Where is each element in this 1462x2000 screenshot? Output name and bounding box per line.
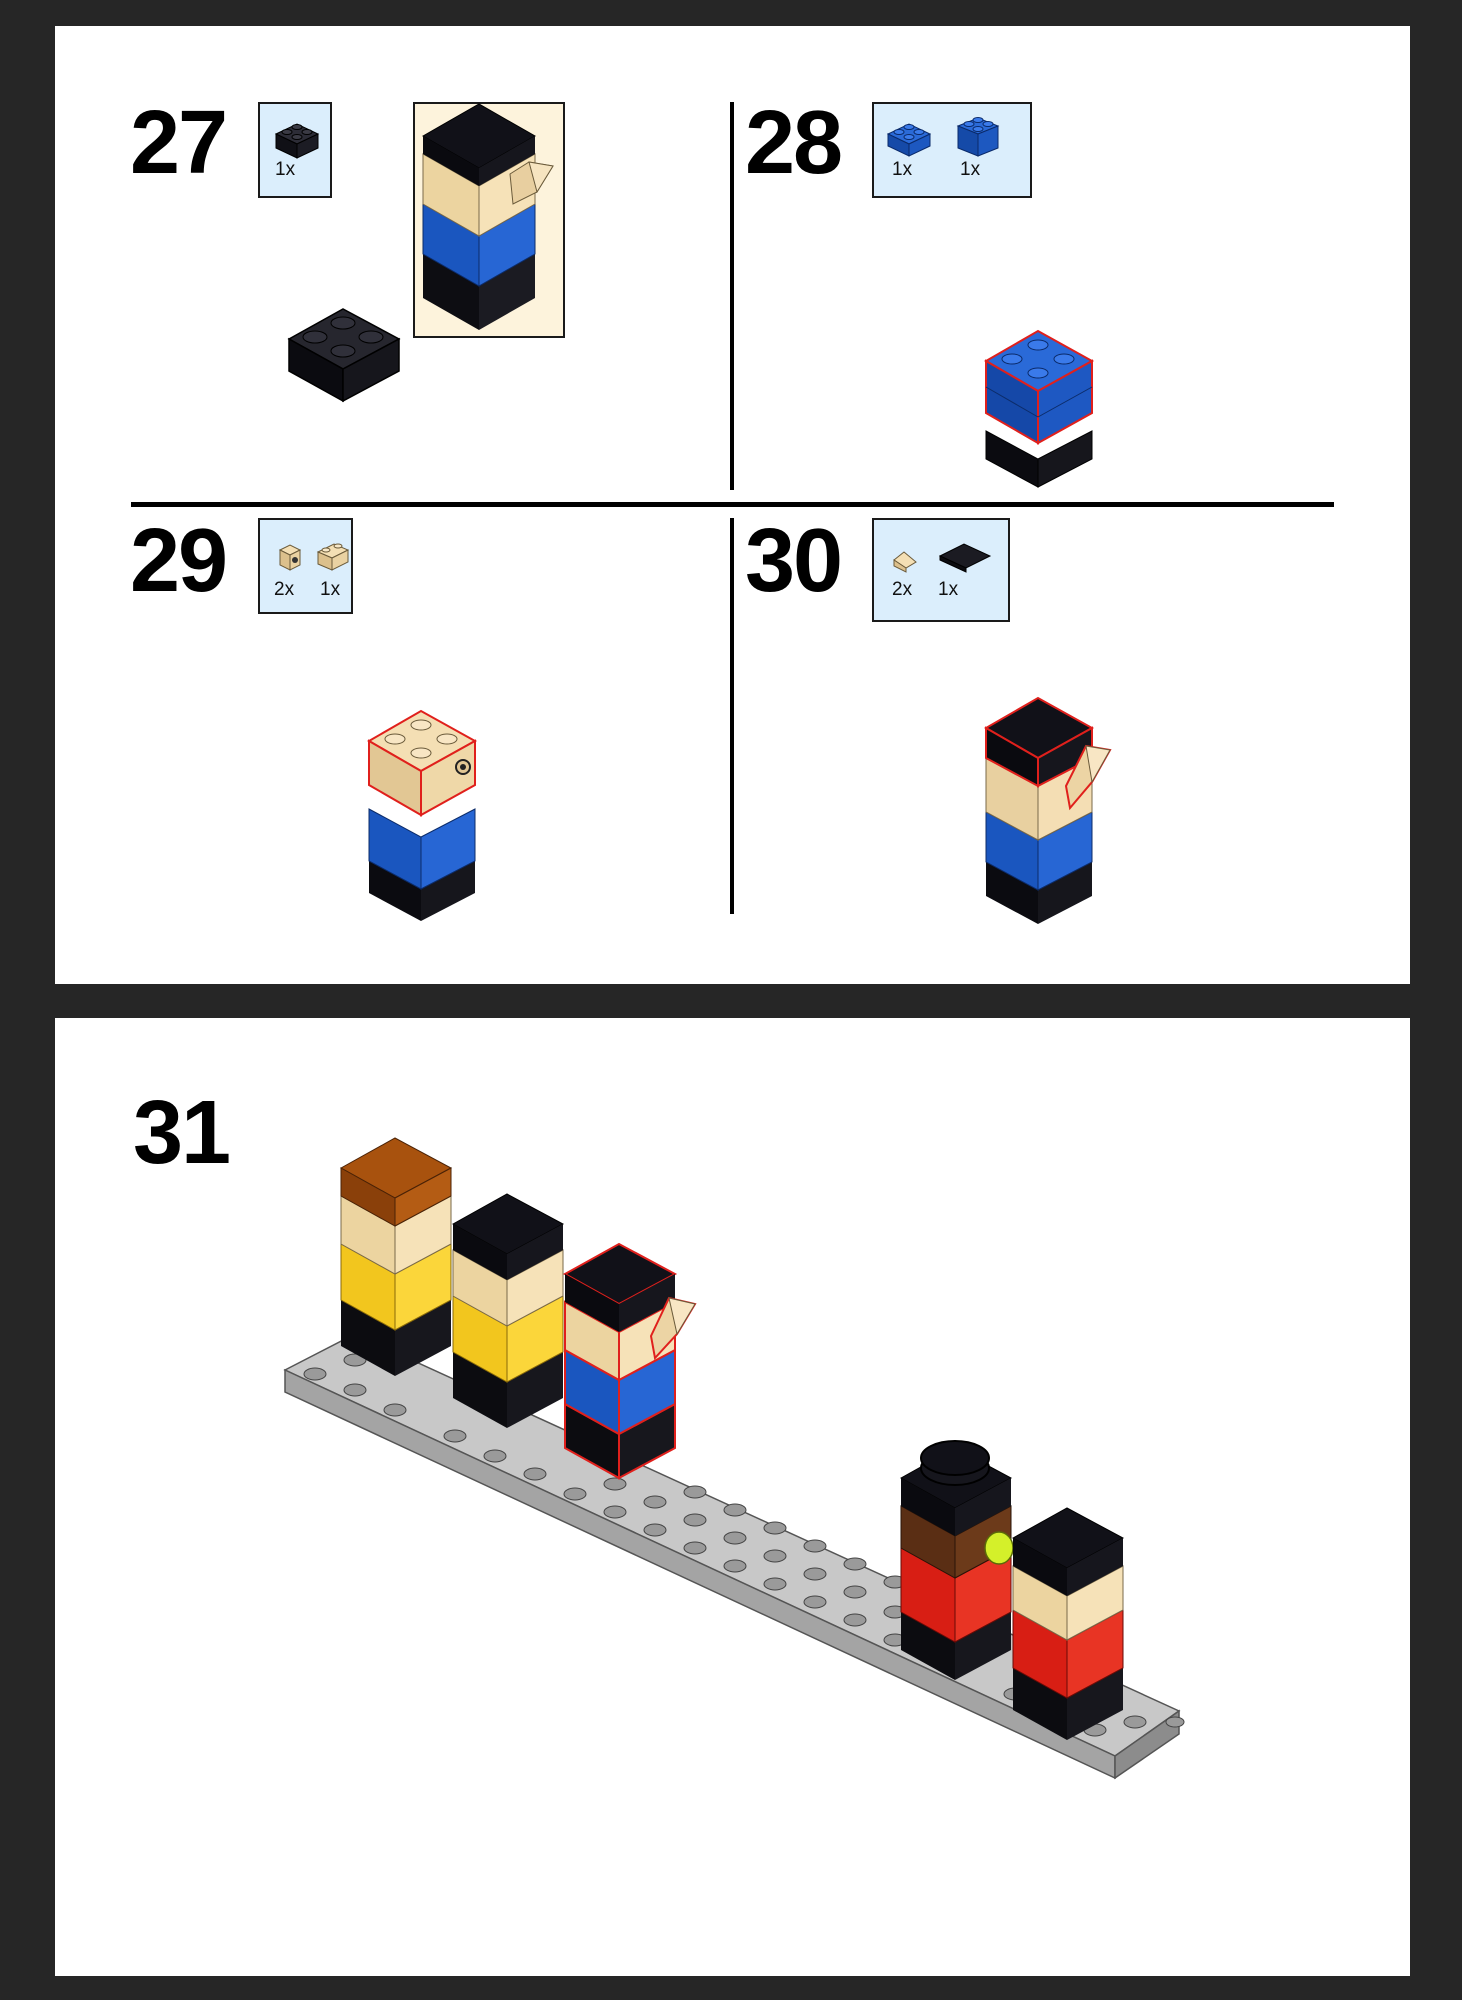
blue-brick-build <box>983 329 1095 488</box>
figure-yellow-black-icon <box>451 1193 565 1428</box>
step-number-28: 28 <box>745 93 843 193</box>
part-qty: 2x <box>274 579 295 600</box>
part-qty: 1x <box>892 159 913 180</box>
blue-2x2-brick-icon <box>886 117 1000 157</box>
figure-yellow-brown-icon <box>339 1137 453 1376</box>
part-qty: 1x <box>960 159 981 180</box>
tan-head-build <box>366 709 478 921</box>
figure-red-brown-icon <box>899 1440 1014 1680</box>
instruction-page-top: 27 1x <box>55 26 1410 984</box>
preview-panel <box>413 102 565 338</box>
completed-figure-build <box>983 696 1112 924</box>
figure-preview-blue-icon <box>421 103 554 330</box>
figure-blue-icon <box>562 1242 697 1480</box>
step-divider-vertical <box>730 518 734 914</box>
step-divider-horizontal <box>131 502 1334 507</box>
part-qty: 1x <box>275 159 296 180</box>
step-number-29: 29 <box>130 511 228 611</box>
part-qty: 1x <box>938 579 959 600</box>
black-2x2-brick-build <box>287 308 401 403</box>
instruction-page-bottom: 31 <box>55 1018 1410 1976</box>
slope-and-tile-icon <box>893 543 992 573</box>
tan-bricks-icon <box>278 543 350 571</box>
step-divider-vertical <box>730 102 734 490</box>
parts-callout-28: 1x 1x <box>872 102 1032 198</box>
parts-callout-30: 2x 1x <box>872 518 1010 622</box>
assembled-scene-illustration <box>283 1137 1185 1780</box>
part-qty: 2x <box>892 579 913 600</box>
figure-red-black-icon <box>1011 1507 1125 1740</box>
black-2x2-brick-icon <box>274 123 320 159</box>
parts-callout-29: 2x 1x <box>258 518 353 614</box>
part-qty: 1x <box>320 579 341 600</box>
step-number-31: 31 <box>133 1083 231 1183</box>
step-number-27: 27 <box>130 93 228 193</box>
parts-callout-27: 1x <box>258 102 332 198</box>
step-number-30: 30 <box>745 511 843 611</box>
